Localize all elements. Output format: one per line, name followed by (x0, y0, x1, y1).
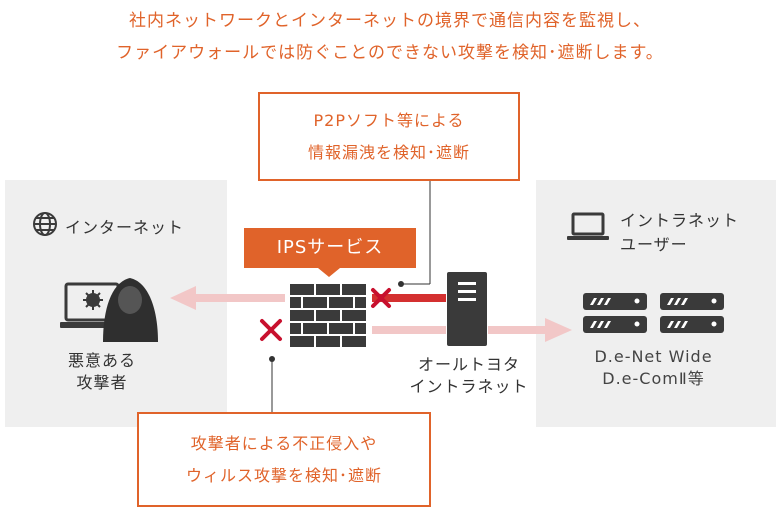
intro-line-2: ファイアウォールでは防ぐことのできない攻撃を検知･遮断します。 (116, 43, 664, 63)
users-panel (536, 180, 776, 427)
callout-leak-detection: P2Pソフト等による 情報漏洩を検知･遮断 (258, 92, 520, 181)
globe-icon (33, 212, 57, 236)
block-mark-upper (371, 288, 391, 308)
callout-leak-line-1: P2Pソフト等による (313, 111, 465, 130)
internet-title: インターネット (65, 218, 185, 237)
firewall-icon (290, 284, 366, 348)
intranet-server-icon (447, 272, 487, 346)
intranet-label-line-2: イントラネット (409, 377, 529, 396)
intro-line-1: 社内ネットワークとインターネットの境界で通信内容を監視し、 (129, 11, 651, 31)
callout-intrusion-detection: 攻撃者による不正侵入や ウィルス攻撃を検知･遮断 (137, 412, 431, 507)
block-mark-lower (260, 319, 282, 341)
callout-intrusion-line-1: 攻撃者による不正侵入や (190, 434, 378, 453)
attacker-icon (60, 278, 158, 342)
users-title-line-2: ユーザー (620, 235, 688, 254)
laptop-icon (567, 212, 609, 240)
user-systems-line-1: D.e-Net Wide (594, 347, 713, 366)
user-server-icon-1 (583, 293, 647, 333)
attacker-label-line-2: 攻撃者 (76, 373, 128, 392)
ips-service-label: IPSサービス (244, 228, 416, 268)
intranet-label-line-1: オールトヨタ (417, 355, 520, 374)
user-systems-label: D.e-Net Wide D.e-ComⅡ等 (583, 346, 724, 390)
virus-icon (83, 290, 103, 310)
users-title: イントラネット ユーザー (620, 209, 739, 257)
callout-leak-line-2: 情報漏洩を検知･遮断 (307, 143, 470, 162)
user-server-icon-2 (660, 293, 724, 333)
inbound-attack-arrow (174, 318, 572, 342)
attacker-label: 悪意ある 攻撃者 (58, 350, 146, 394)
intranet-label: オールトヨタ イントラネット (394, 354, 544, 398)
outbound-leak-arrow (170, 286, 563, 310)
callout-intrusion-line-2: ウィルス攻撃を検知･遮断 (185, 466, 382, 485)
attacker-label-line-1: 悪意ある (67, 351, 136, 370)
user-systems-line-2: D.e-ComⅡ等 (602, 369, 705, 388)
users-title-line-1: イントラネット (620, 211, 740, 230)
